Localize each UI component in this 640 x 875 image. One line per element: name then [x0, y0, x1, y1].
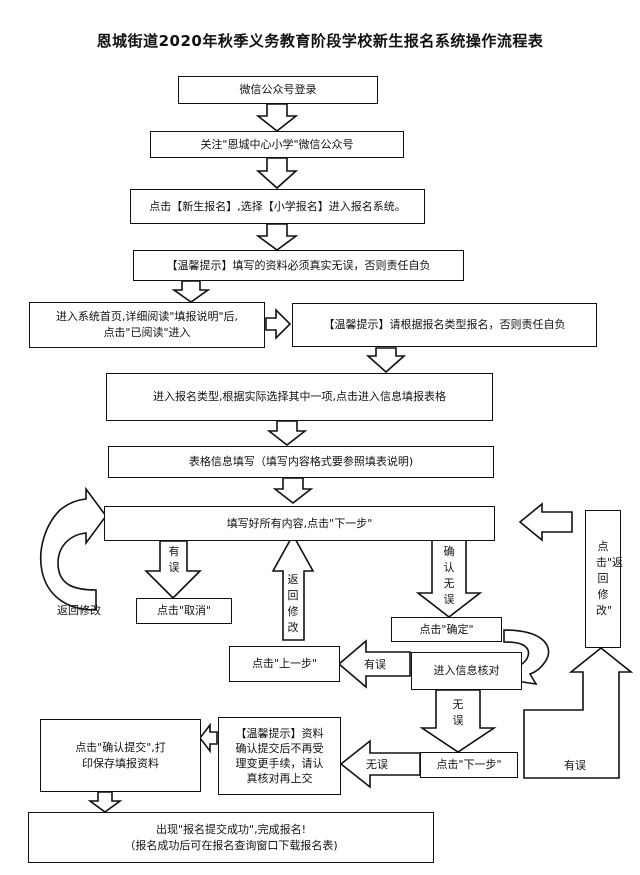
- arrow-down-3: [255, 223, 299, 251]
- step-verify-info: 进入信息核对: [411, 652, 522, 690]
- step-tip-type: 【温馨提示】请根据报名类型报名，否则责任自负: [292, 303, 597, 347]
- label-has-error: 有误: [168, 545, 180, 574]
- arrow-down-6: [266, 420, 308, 447]
- arrow-down-error: [144, 540, 202, 600]
- step-click-return-modify: 点击"返回修改": [585, 510, 624, 648]
- arrow-down-1: [255, 103, 299, 133]
- arrow-left-error: [337, 639, 411, 689]
- arrow-down-final: [87, 791, 123, 813]
- arrow-right-1: [265, 308, 292, 340]
- step-click-next: 点击"下一步": [420, 752, 518, 778]
- label-has-error-2: 有误: [364, 658, 386, 671]
- label-confirm-ok: 确认无误: [443, 545, 455, 606]
- label-no-error: 无误: [452, 698, 464, 727]
- arrow-left-submit: [198, 722, 218, 754]
- step-click-prev: 点击"上一步": [229, 646, 340, 682]
- arrow-curve-back: [39, 486, 107, 611]
- step-tip-submit: 【温馨提示】资料 确认提交后不再受 理变更手续，请认 真核对再上交: [218, 717, 341, 795]
- arrow-left-noerror: [339, 739, 421, 789]
- arrow-down-2: [255, 157, 299, 190]
- step-read-instructions: 进入系统首页,详细阅读"填报说明"后, 点击"已阅读"进入: [29, 302, 265, 348]
- arrow-down-4: [171, 280, 211, 303]
- step-wechat-login: 微信公众号登录: [178, 76, 378, 104]
- arrow-down-noerror: [419, 689, 497, 753]
- step-enter-system: 点击【新生报名】,选择【小学报名】进入报名系统。: [130, 189, 425, 224]
- arrow-down-confirm: [415, 539, 483, 619]
- arrow-up-back: [271, 533, 315, 641]
- step-click-submit: 点击"确认提交",打 印保存填报资料: [40, 719, 201, 792]
- arrow-down-5: [365, 347, 407, 374]
- arrow-down-7: [272, 477, 314, 505]
- label-has-error-3: 有误: [564, 759, 586, 772]
- page-title: 恩城街道2020年秋季义务教育阶段学校新生报名系统操作流程表: [96, 32, 544, 50]
- step-final-success: 出现"报名提交成功",完成报名! （报名成功后可在报名查询窗口下载报名表): [28, 812, 434, 863]
- step-tip-truth: 【温馨提示】填写的资料必须真实无误，否则责任自负: [133, 250, 464, 281]
- step-fill-form: 表格信息填写（填写内容格式要参照填表说明): [108, 446, 494, 478]
- label-no-error-2: 无误: [366, 758, 388, 771]
- label-back-modify: 返回修改: [57, 604, 101, 617]
- arrow-left-return: [518, 502, 573, 542]
- step-click-cancel: 点击"取消": [136, 598, 232, 624]
- label-back-modify-vertical: 返回修改: [287, 573, 299, 634]
- step-click-confirm: 点击"确定": [391, 617, 502, 642]
- return-modify-text: 点击"返回修改": [596, 540, 624, 617]
- step-select-type: 进入报名类型,根据实际选择其中一项,点击进入信息填报表格: [106, 373, 493, 421]
- arrow-up-right: [523, 646, 634, 779]
- step-follow-account: 关注"恩城中心小学"微信公众号: [150, 131, 404, 158]
- step-fill-all-next: 填写好所有内容,点击"下一步": [104, 506, 495, 541]
